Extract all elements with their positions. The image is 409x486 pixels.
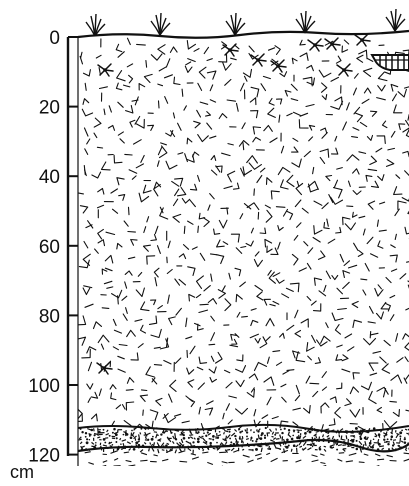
- depth-tick-label: 20: [39, 98, 60, 119]
- root-icon: [250, 53, 267, 67]
- grass-tuft-icon: [295, 10, 316, 34]
- depth-tick-label: 120: [28, 446, 60, 467]
- depth-axis: 0 20 40 60 80 100 120 cm: [10, 28, 78, 482]
- grass-tuft-icon: [85, 13, 106, 37]
- grass-tufts: [85, 8, 406, 37]
- depth-tick-label: 40: [39, 167, 60, 188]
- band-top-boundary: [77, 423, 409, 433]
- grass-tuft-icon: [385, 8, 406, 32]
- grass-tuft-icon: [150, 12, 171, 36]
- root-icon: [222, 43, 239, 57]
- surface-line: [77, 29, 409, 39]
- artifact-icon: [370, 54, 409, 71]
- grass-tuft-icon: [225, 12, 246, 36]
- band-bottom-boundary: [77, 438, 409, 453]
- depth-unit-label: cm: [10, 462, 34, 482]
- depth-tick-label: 60: [39, 237, 60, 258]
- root-icon: [324, 37, 341, 51]
- root-icon: [96, 361, 113, 375]
- depth-tick-label: 100: [28, 376, 60, 397]
- root-icon: [307, 38, 324, 52]
- upper-horizon-texture: [78, 37, 409, 437]
- root-icon: [354, 33, 371, 47]
- root-icon: [270, 59, 287, 73]
- depth-tick-label: 0: [49, 28, 60, 49]
- root-icon: [97, 63, 114, 77]
- roots: [96, 33, 371, 375]
- depth-tick-label: 80: [39, 306, 60, 327]
- lower-horizon-texture: [84, 449, 409, 466]
- root-icon: [336, 63, 353, 77]
- depth-ticks: 0 20 40 60 80 100 120: [28, 28, 78, 467]
